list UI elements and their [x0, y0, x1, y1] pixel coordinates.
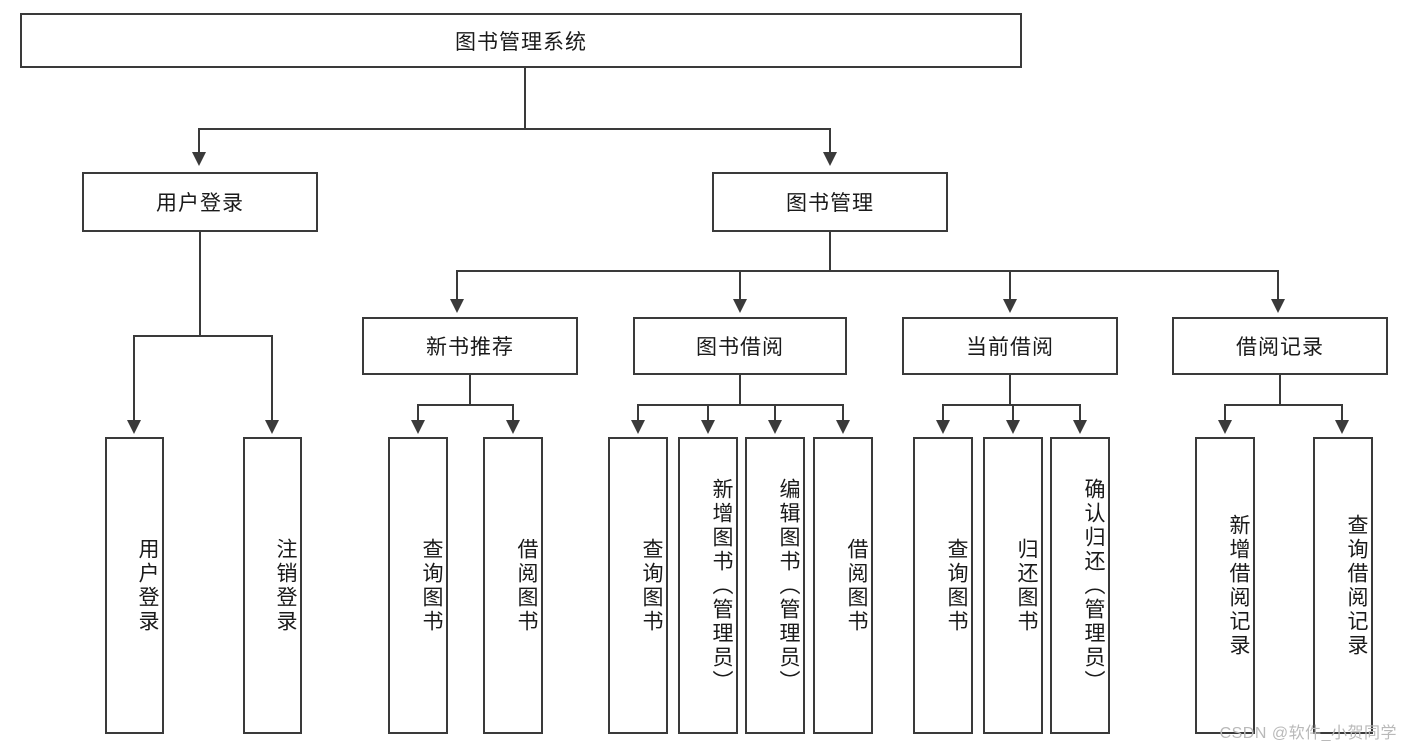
connector-borrow-record-bus	[1224, 404, 1343, 406]
leaf-bb-borrow-book[interactable]: 借阅图书	[813, 437, 873, 734]
connector-book-manage-branch-3	[1009, 270, 1011, 300]
connector-user-login-branch-2	[271, 335, 273, 421]
node-label: 图书借阅	[696, 336, 784, 359]
arrowhead-new-book-recommend	[450, 299, 464, 313]
leaf-bb-query-book[interactable]: 查询图书	[608, 437, 668, 734]
arrowhead-bb-borrow-book	[836, 420, 850, 434]
connector-root-bus	[198, 128, 830, 130]
connector-cb-branch-1	[942, 404, 944, 421]
node-label: 归还图书	[1015, 537, 1038, 634]
arrowhead-book-manage	[823, 152, 837, 166]
connector-br-branch-2	[1341, 404, 1343, 421]
connector-root-stem	[524, 68, 526, 129]
node-label: 当前借阅	[966, 336, 1054, 359]
arrowhead-current-borrow	[1003, 299, 1017, 313]
node-label: 查询图书	[420, 537, 443, 634]
node-book-management[interactable]: 图书管理	[712, 172, 948, 232]
node-label: 编辑图书（管理员）	[777, 477, 800, 694]
node-label: 图书管理	[786, 192, 874, 215]
connector-new-book-stem	[469, 375, 471, 406]
connector-book-manage-branch-2	[739, 270, 741, 300]
node-label: 用户登录	[136, 537, 159, 634]
connector-user-login-bus	[133, 335, 273, 337]
leaf-br-add-record[interactable]: 新增借阅记录	[1195, 437, 1255, 734]
connector-user-login-branch-1	[133, 335, 135, 421]
node-label: 确认归还（管理员）	[1082, 477, 1105, 694]
leaf-nb-borrow-book[interactable]: 借阅图书	[483, 437, 543, 734]
node-label: 借阅图书	[515, 537, 538, 634]
node-label: 新增图书（管理员）	[710, 477, 733, 694]
connector-book-manage-branch-4	[1277, 270, 1279, 300]
connector-bb-branch-1	[637, 404, 639, 421]
connector-user-login-stem	[199, 232, 201, 336]
arrowhead-nb-query-book	[411, 420, 425, 434]
node-new-book-recommend[interactable]: 新书推荐	[362, 317, 578, 375]
node-label: 借阅图书	[845, 537, 868, 634]
node-label: 查询借阅记录	[1345, 513, 1368, 658]
connector-book-borrow-stem	[739, 375, 741, 406]
node-label: 查询图书	[640, 537, 663, 634]
node-label: 注销登录	[274, 537, 297, 634]
leaf-bb-add-book[interactable]: 新增图书（管理员）	[678, 437, 738, 734]
connector-new-book-bus	[417, 404, 514, 406]
arrowhead-book-borrow	[733, 299, 747, 313]
connector-root-to-book-manage	[829, 128, 831, 154]
node-label: 新增借阅记录	[1227, 513, 1250, 658]
arrowhead-cb-return-book	[1006, 420, 1020, 434]
leaf-nb-query-book[interactable]: 查询图书	[388, 437, 448, 734]
connector-cb-branch-2	[1012, 404, 1014, 421]
node-book-borrow[interactable]: 图书借阅	[633, 317, 847, 375]
leaf-user-login[interactable]: 用户登录	[105, 437, 164, 734]
arrowhead-bb-query-book	[631, 420, 645, 434]
node-user-login[interactable]: 用户登录	[82, 172, 318, 232]
leaf-logout[interactable]: 注销登录	[243, 437, 302, 734]
arrowhead-bb-add-book	[701, 420, 715, 434]
arrowhead-leaf-logout	[265, 420, 279, 434]
arrowhead-leaf-user-login	[127, 420, 141, 434]
arrowhead-br-query-record	[1335, 420, 1349, 434]
connector-current-borrow-bus	[942, 404, 1080, 406]
node-current-borrow[interactable]: 当前借阅	[902, 317, 1118, 375]
connector-book-manage-bus	[456, 270, 1279, 272]
arrowhead-user-login	[192, 152, 206, 166]
arrowhead-br-add-record	[1218, 420, 1232, 434]
leaf-bb-edit-book[interactable]: 编辑图书（管理员）	[745, 437, 805, 734]
arrowhead-borrow-record	[1271, 299, 1285, 313]
leaf-cb-confirm-return[interactable]: 确认归还（管理员）	[1050, 437, 1110, 734]
node-borrow-record[interactable]: 借阅记录	[1172, 317, 1388, 375]
connector-bb-branch-2	[707, 404, 709, 421]
connector-bb-branch-4	[842, 404, 844, 421]
connector-borrow-record-stem	[1279, 375, 1281, 406]
node-label: 借阅记录	[1236, 336, 1324, 359]
connector-br-branch-1	[1224, 404, 1226, 421]
connector-book-manage-branch-1	[456, 270, 458, 300]
connector-new-book-branch-2	[512, 404, 514, 421]
arrowhead-bb-edit-book	[768, 420, 782, 434]
node-label: 用户登录	[156, 192, 244, 215]
leaf-br-query-record[interactable]: 查询借阅记录	[1313, 437, 1373, 734]
node-label: 图书管理系统	[455, 30, 587, 54]
arrowhead-cb-confirm-return	[1073, 420, 1087, 434]
connector-current-borrow-stem	[1009, 375, 1011, 406]
connector-cb-branch-3	[1079, 404, 1081, 421]
arrowhead-cb-query-book	[936, 420, 950, 434]
arrowhead-nb-borrow-book	[506, 420, 520, 434]
connector-book-manage-stem	[829, 232, 831, 272]
connector-book-borrow-bus	[637, 404, 843, 406]
connector-root-to-user-login	[198, 128, 200, 154]
node-label: 新书推荐	[426, 336, 514, 359]
leaf-cb-return-book[interactable]: 归还图书	[983, 437, 1043, 734]
connector-new-book-branch-1	[417, 404, 419, 421]
node-root-system[interactable]: 图书管理系统	[20, 13, 1022, 68]
leaf-cb-query-book[interactable]: 查询图书	[913, 437, 973, 734]
node-label: 查询图书	[945, 537, 968, 634]
connector-bb-branch-3	[774, 404, 776, 421]
